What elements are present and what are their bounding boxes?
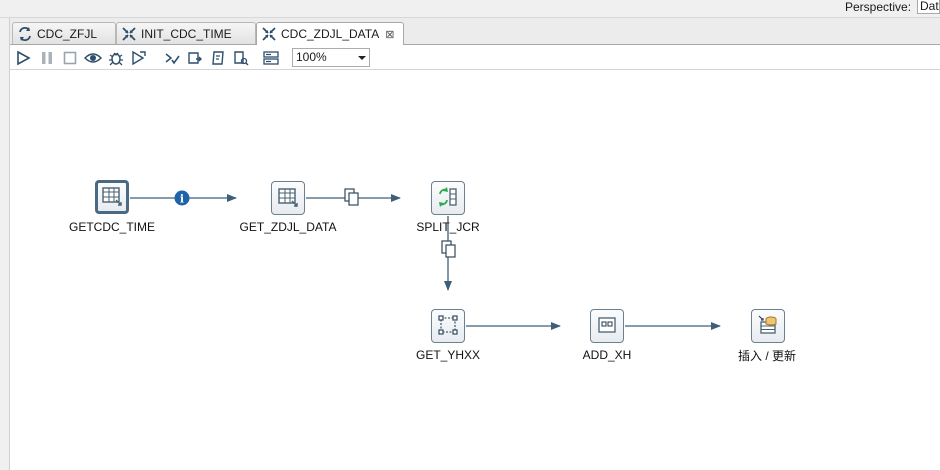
zoom-value: 100% xyxy=(296,50,327,64)
step-get-yhxx[interactable] xyxy=(431,309,465,343)
split-fields-icon xyxy=(437,186,459,211)
transformation-toolbar: 100% xyxy=(10,44,940,70)
impact-icon[interactable] xyxy=(186,49,204,67)
table-input-icon xyxy=(277,186,299,211)
step-label: GET_YHXX xyxy=(415,348,481,362)
left-panel-edge xyxy=(0,18,10,470)
editor-tab-row: CDC_ZFJL INIT_CDC_TIME CDC_ZDJL_DATA ⊠ xyxy=(10,18,940,45)
step-label: 插入 / 更新 xyxy=(737,349,797,363)
preview-icon[interactable] xyxy=(84,49,102,67)
perspective-label: Perspective: xyxy=(845,0,912,14)
sql-icon[interactable] xyxy=(209,49,227,67)
zoom-select[interactable]: 100% xyxy=(292,48,370,67)
tab-label: INIT_CDC_TIME xyxy=(141,26,232,41)
tab-cdc-zfjl[interactable]: CDC_ZFJL xyxy=(12,22,116,44)
info-icon[interactable]: i xyxy=(174,190,190,206)
lookup-icon xyxy=(437,314,459,339)
step-label: ADD_XH xyxy=(582,348,632,362)
step-split-jcr[interactable] xyxy=(431,181,465,215)
svg-text:i: i xyxy=(180,193,184,206)
replay-icon[interactable] xyxy=(130,49,148,67)
hop-layer: i xyxy=(130,188,721,330)
run-icon[interactable] xyxy=(14,49,32,67)
step-insert-update[interactable] xyxy=(751,309,785,343)
tab-cdc-zdjl-data[interactable]: CDC_ZDJL_DATA ⊠ xyxy=(256,22,404,45)
tab-init-cdc-time[interactable]: INIT_CDC_TIME xyxy=(116,22,256,44)
pause-icon[interactable] xyxy=(38,49,56,67)
table-input-icon xyxy=(101,185,123,210)
step-label: GETCDC_TIME xyxy=(68,220,156,234)
transformation-canvas[interactable]: i xyxy=(10,70,940,470)
step-add-xh[interactable] xyxy=(590,309,624,343)
perspective-bar: Perspective: Data Integration xyxy=(0,0,940,18)
verify-icon[interactable] xyxy=(163,49,181,67)
add-sequence-icon xyxy=(596,314,618,339)
transformation-icon xyxy=(121,26,137,42)
step-get-zdjl-data[interactable] xyxy=(271,181,305,215)
tab-label: CDC_ZFJL xyxy=(37,26,98,41)
step-label: SPLIT_JCR xyxy=(416,220,480,234)
stop-icon[interactable] xyxy=(61,49,79,67)
chevron-down-icon xyxy=(358,56,366,60)
insert-update-icon xyxy=(757,314,779,339)
explore-db-icon[interactable] xyxy=(232,49,250,67)
step-getcdc-time[interactable] xyxy=(95,180,129,214)
transformation-icon xyxy=(261,26,277,42)
job-icon xyxy=(17,26,33,42)
copy-rows-icon[interactable] xyxy=(344,188,359,206)
step-label: GET_ZDJL_DATA xyxy=(239,220,337,234)
copy-rows-icon[interactable] xyxy=(441,240,456,258)
perspective-selector[interactable]: Data Integration xyxy=(917,0,940,14)
debug-icon[interactable] xyxy=(107,49,125,67)
tab-label: CDC_ZDJL_DATA xyxy=(281,27,380,41)
close-icon[interactable]: ⊠ xyxy=(385,28,395,41)
show-results-icon[interactable] xyxy=(262,49,280,67)
